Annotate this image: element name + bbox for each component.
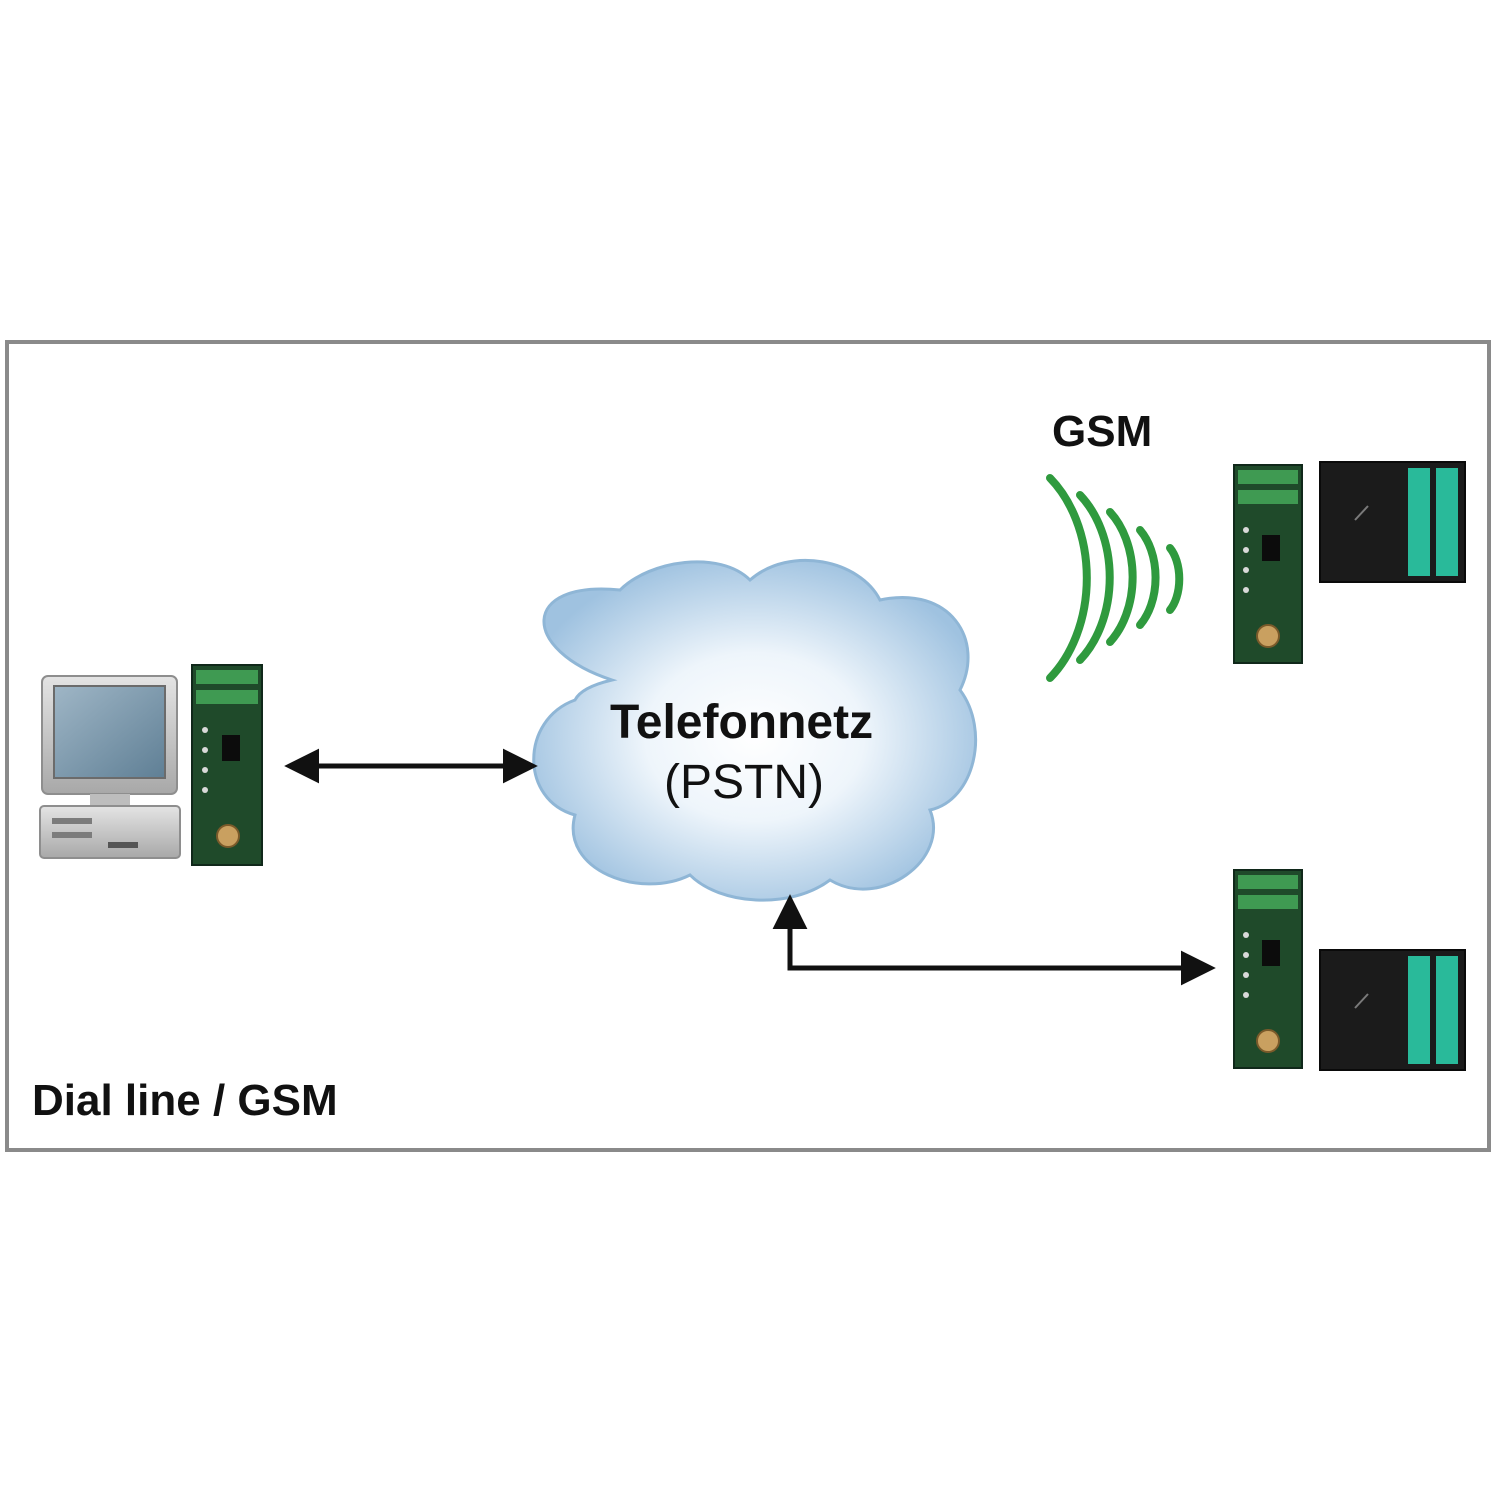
network-name-label: Telefonnetz — [610, 696, 874, 749]
network-cloud-icon — [532, 558, 977, 902]
modem-icon — [191, 664, 263, 866]
plc-controller-icon — [1319, 949, 1466, 1071]
gsm-label: GSM — [1052, 407, 1153, 456]
diagram-caption: Dial line / GSM — [32, 1076, 338, 1125]
modem-icon — [1233, 869, 1303, 1069]
computer-icon — [39, 675, 181, 859]
network-modem-arrow — [772, 894, 1216, 986]
plc-controller-icon — [1319, 461, 1466, 583]
wireless-signal-icon — [1046, 474, 1184, 682]
modem-icon — [1233, 464, 1303, 664]
network-abbr-label: (PSTN) — [664, 756, 824, 809]
